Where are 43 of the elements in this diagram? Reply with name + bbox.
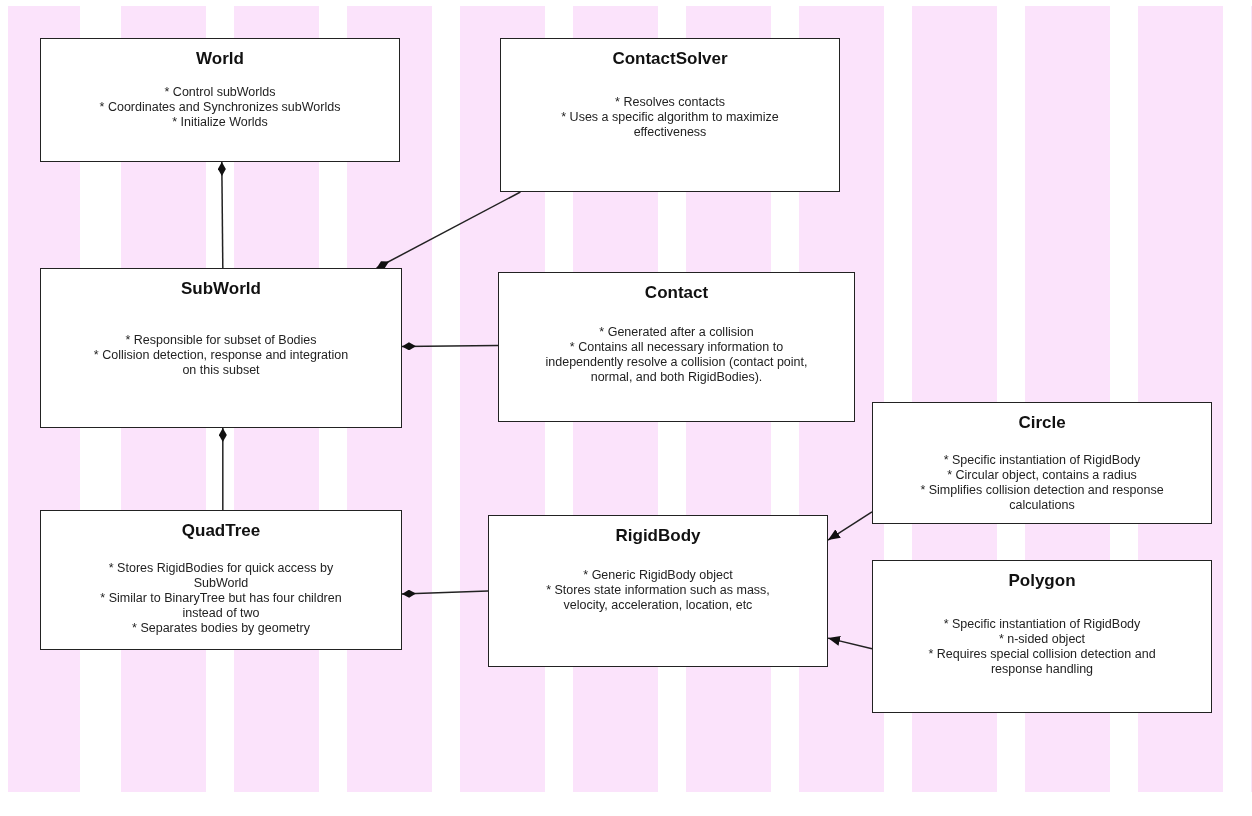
class-name: QuadTree (181, 521, 261, 541)
responsibility-text: * Collision detection, response and integration on this subset (92, 348, 350, 378)
class-box (40, 38, 400, 162)
responsibility-text: * Simplifies collision detection and response calculations (919, 483, 1165, 513)
responsibility-text: * Contains all necessary information to independently resolve a collision (contact point, normal, and both RigidBodies). (544, 340, 809, 385)
responsibility-text: * n-sided object (998, 632, 1086, 647)
responsibility-text: * Uses a specific algorithm to maximize effectiveness (560, 110, 780, 140)
class-name: Contact (644, 283, 709, 303)
composition-connector (401, 342, 499, 351)
responsibility-text: * Resolves contacts (615, 95, 725, 110)
class-box (40, 268, 402, 428)
responsibility-text: * Coordinates and Synchronizes subWorlds (99, 100, 341, 115)
class-box (40, 510, 402, 650)
responsibility-text: * Control subWorlds (164, 85, 276, 100)
responsibility-text: * Generated after a collision (599, 325, 754, 340)
class-box (498, 272, 855, 422)
class-box (488, 515, 828, 667)
inheritance-arrow (827, 636, 873, 650)
class-name: ContactSolver (612, 49, 728, 69)
class-box (500, 38, 840, 192)
responsibility-text: * Separates bodies by geometry (132, 621, 310, 636)
class-name: Circle (1018, 413, 1066, 433)
responsibility-text: * Stores state information such as mass, velocity, acceleration, location, etc (545, 583, 771, 613)
class-box (872, 402, 1212, 524)
responsibility-text: * Responsible for subset of Bodies (125, 333, 317, 348)
responsibility-text: * Initialize Worlds (172, 115, 268, 130)
class-name: Polygon (1008, 571, 1076, 591)
class-box (872, 560, 1212, 713)
responsibility-text: * Generic RigidBody object (583, 568, 733, 583)
class-name: RigidBody (615, 526, 701, 546)
responsibility-text: * Specific instantiation of RigidBody (943, 617, 1141, 632)
responsibility-text: * Stores RigidBodies for quick access by SubWorld (107, 561, 335, 591)
class-name: World (196, 49, 244, 69)
responsibility-text: * Circular object, contains a radius (947, 468, 1137, 483)
composition-connector (375, 191, 522, 269)
composition-connector (401, 589, 489, 598)
responsibility-text: * Similar to BinaryTree but has four children instead of two (99, 591, 343, 621)
inheritance-arrow (827, 511, 873, 541)
responsibility-text: * Specific instantiation of RigidBody (943, 453, 1141, 468)
class-name: SubWorld (181, 279, 261, 299)
composition-connector (217, 161, 226, 269)
composition-connector (218, 427, 227, 511)
responsibility-text: * Requires special collision detection and response handling (927, 647, 1157, 677)
